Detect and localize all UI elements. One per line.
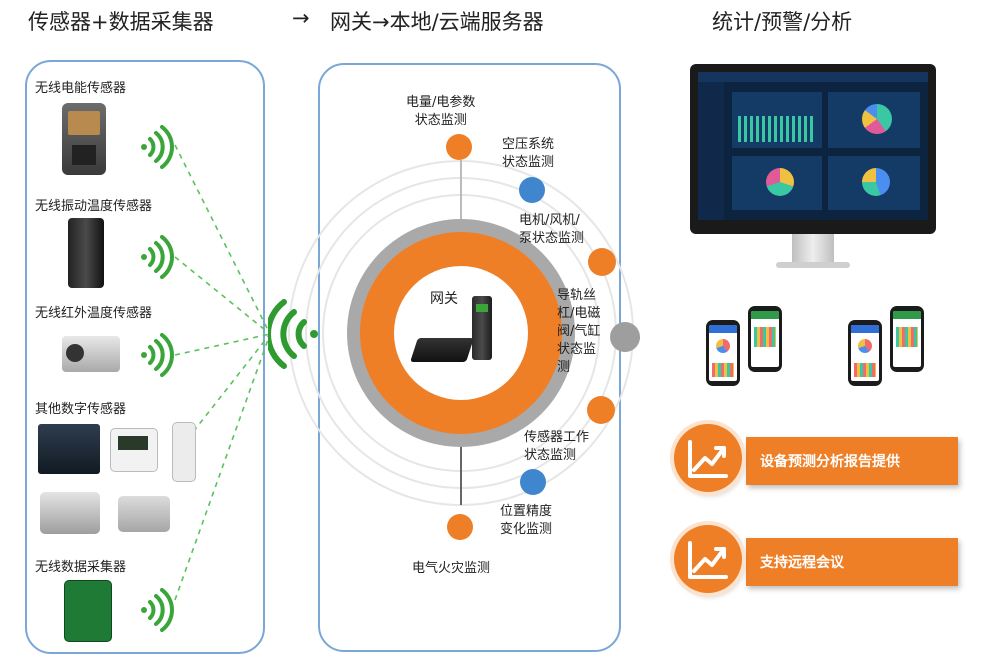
heading-sensors: 传感器+数据采集器 — [28, 10, 214, 34]
energy-sensor-device — [62, 103, 106, 175]
trend-chart-icon — [674, 424, 742, 492]
monitor-dot-rail — [610, 322, 640, 352]
heading-stats: 统计/预警/分析 — [712, 10, 853, 34]
monitor-label-compressor: 空压系统 状态监测 — [502, 137, 555, 170]
wireless-links — [174, 144, 271, 601]
feature-banner-report: 设备预测分析报告提供 — [746, 437, 958, 485]
monitor-dot-motor — [588, 248, 616, 276]
sensor-label-digital: 其他数字传感器 — [35, 402, 127, 417]
monitor-dot-position — [520, 469, 546, 495]
heading-gateway-server: 网关→本地/云端服务器 — [330, 10, 544, 34]
wifi-icon — [141, 125, 174, 169]
monitor-label-position: 位置精度 变化监测 — [500, 504, 553, 537]
dashboard-monitor — [690, 64, 936, 234]
infrared-sensor-device — [62, 336, 120, 372]
monitor-label-electric: 电量/电参数 状态监测 — [406, 95, 476, 128]
monitor-base — [776, 262, 850, 268]
sensor-panel — [25, 60, 265, 654]
gateway-module-device — [472, 296, 492, 360]
monitor-label-motor: 电机/风机/ 泵状态监测 — [519, 213, 585, 246]
collector-device — [64, 580, 112, 642]
phone-mockup — [748, 306, 782, 372]
digital-sensor-device-4 — [40, 492, 100, 534]
phone-mockup — [890, 306, 924, 372]
trend-chart-icon — [674, 525, 742, 593]
phone-mockup — [706, 320, 740, 386]
digital-sensor-device-3 — [172, 422, 196, 482]
digital-sensor-device-5 — [118, 496, 170, 532]
monitor-label-rail: 导轨丝 杠/电磁 阀/气缸 状态监 测 — [557, 288, 601, 375]
heading-arrow: → — [292, 6, 310, 30]
wifi-icon — [141, 588, 174, 632]
monitor-label-fire: 电气火灾监测 — [412, 561, 491, 576]
sensor-label-infrared: 无线红外温度传感器 — [35, 306, 153, 321]
monitor-dot-fire — [447, 514, 473, 540]
monitor-dot-compressor — [519, 177, 545, 203]
gateway-router-device — [410, 338, 474, 362]
monitor-dot-electric — [446, 134, 472, 160]
phone-mockup — [848, 320, 882, 386]
gateway-label: 网关 — [430, 291, 458, 307]
vibration-sensor-device — [68, 218, 104, 288]
wifi-icon — [141, 333, 174, 377]
monitor-dot-sensor-work — [587, 396, 615, 424]
monitor-stand — [792, 234, 834, 262]
sensor-label-collector: 无线数据采集器 — [35, 560, 127, 575]
sensor-label-energy: 无线电能传感器 — [35, 81, 127, 96]
wifi-icon — [141, 235, 174, 279]
digital-sensor-device-1 — [38, 424, 100, 474]
dashboard-screen — [698, 72, 928, 220]
server-panel — [318, 63, 621, 652]
gateway-core — [394, 266, 528, 400]
feature-banner-meeting: 支持远程会议 — [746, 538, 958, 586]
gateway-wifi-icon — [268, 299, 318, 369]
digital-sensor-device-2 — [110, 428, 158, 472]
sensor-label-vibration: 无线振动温度传感器 — [35, 199, 153, 214]
monitor-label-sensor-work: 传感器工作 状态监测 — [524, 430, 590, 463]
